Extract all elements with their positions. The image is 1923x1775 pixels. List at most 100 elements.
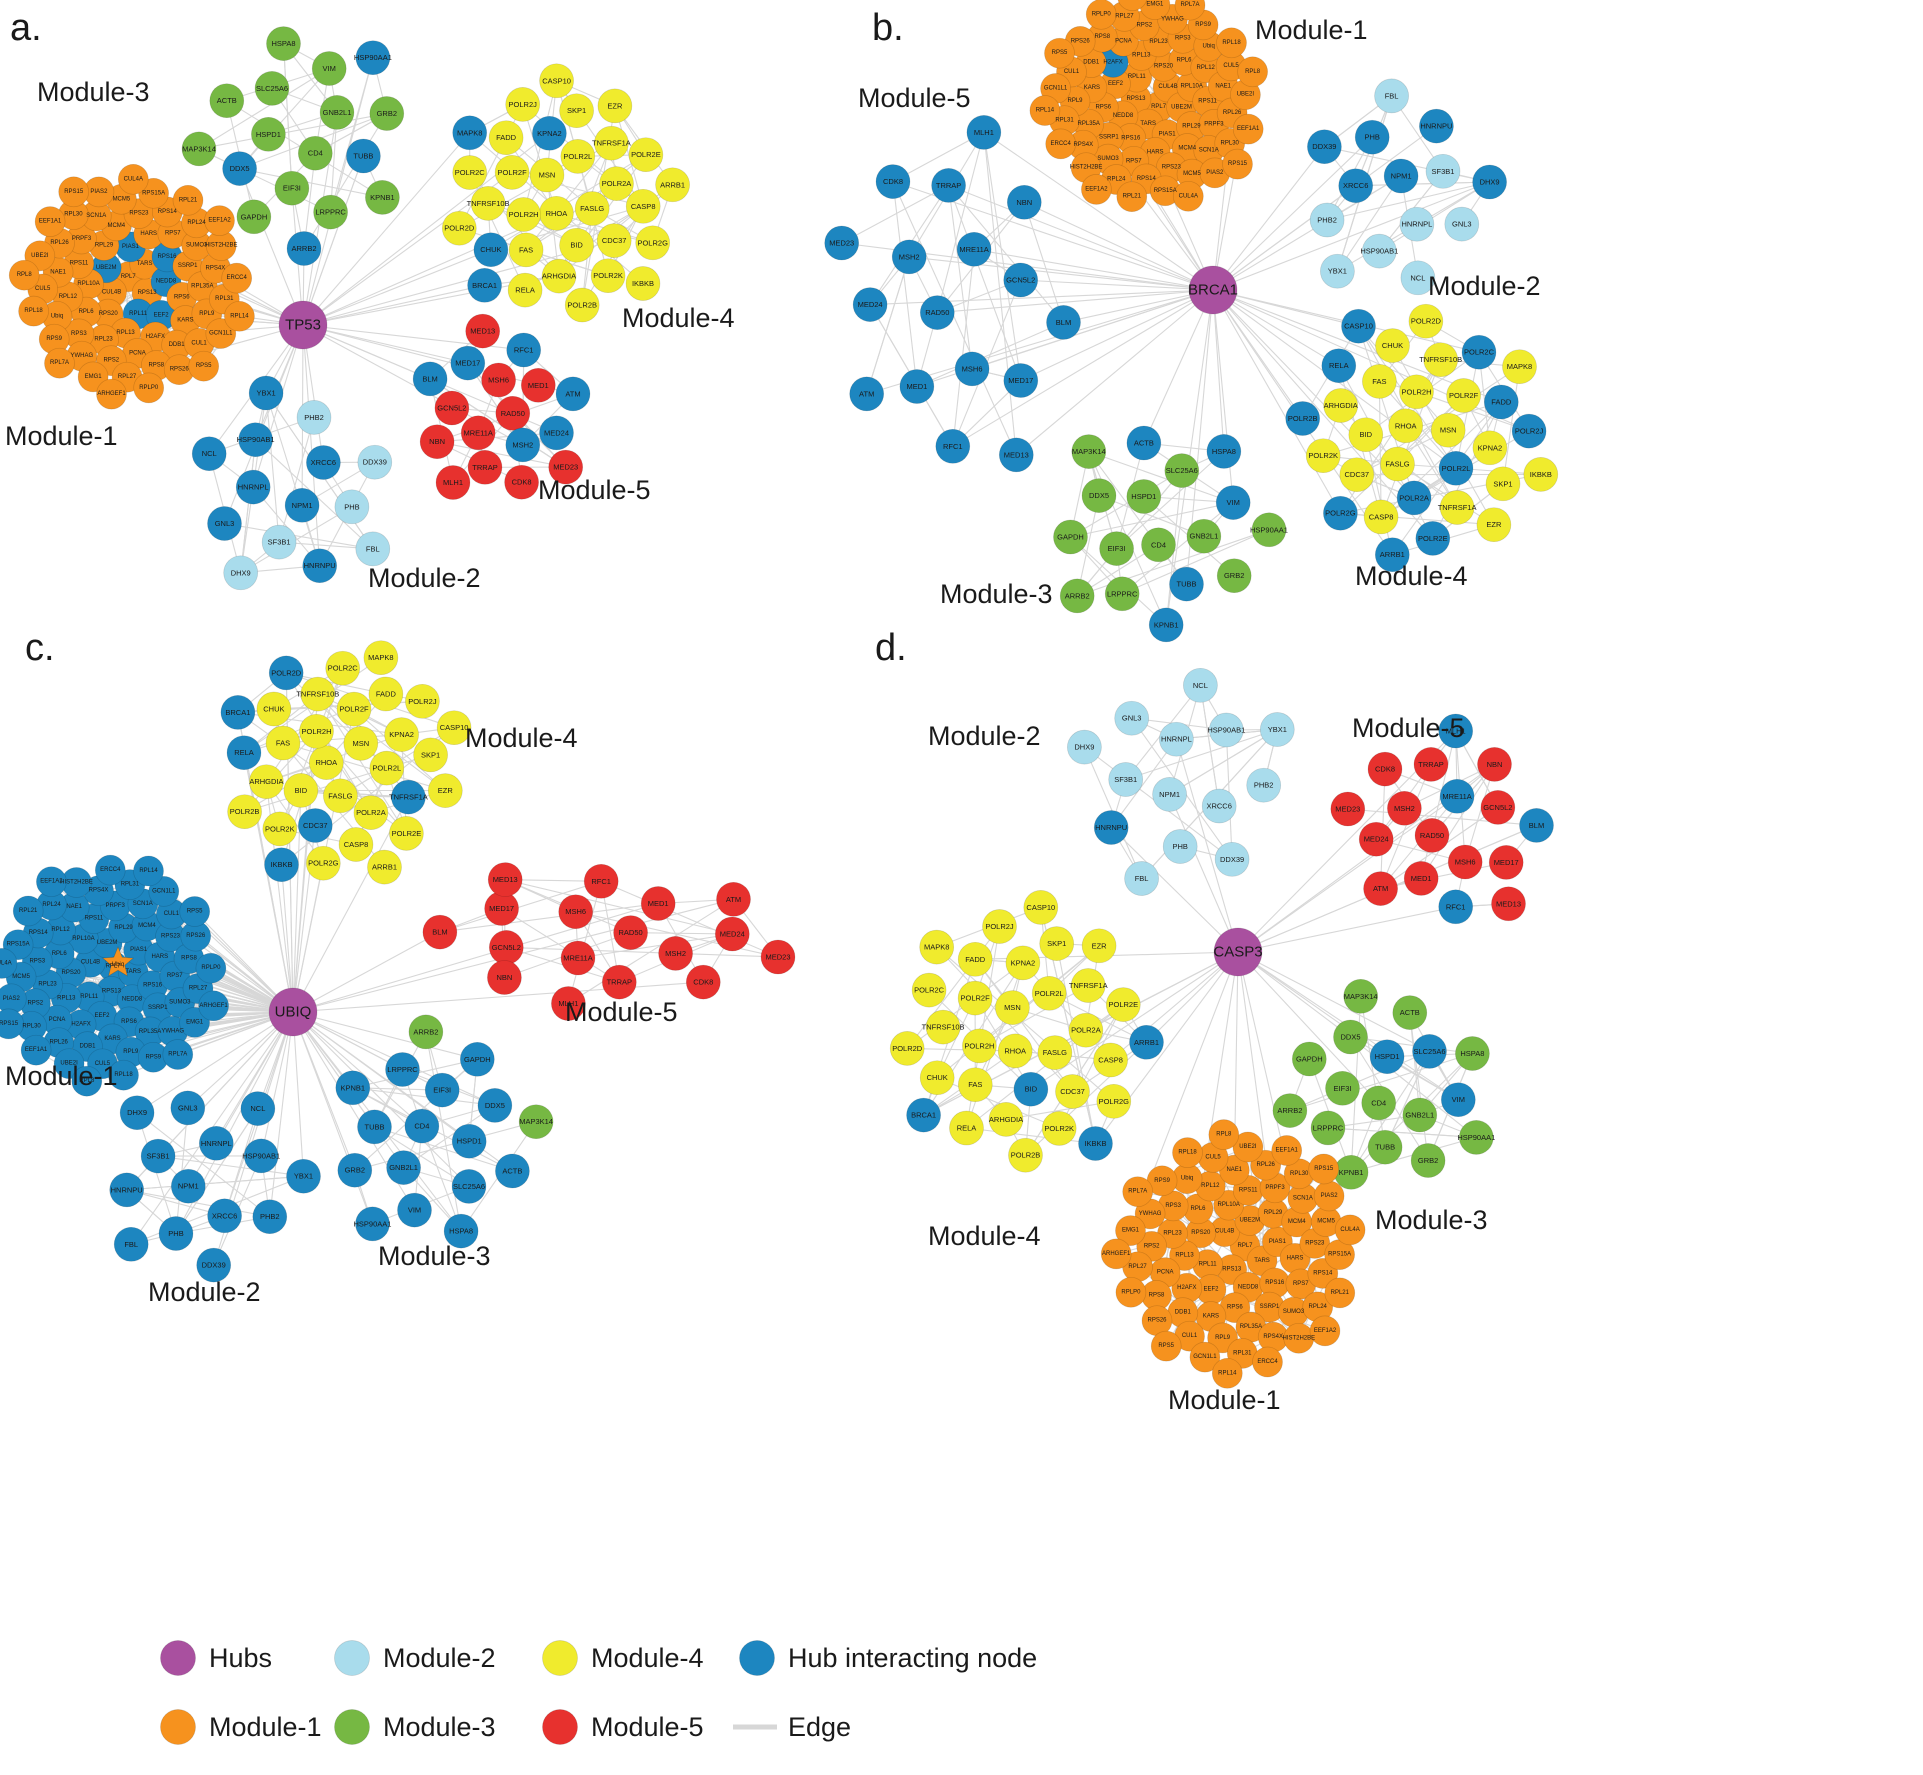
network-node xyxy=(1343,978,1379,1014)
edge xyxy=(1365,434,1393,555)
network-node xyxy=(249,764,284,800)
network-node xyxy=(365,180,400,215)
node-label: MED1 xyxy=(528,381,549,390)
node-label: KPNB1 xyxy=(1154,620,1179,629)
node-label: EEF1A1 xyxy=(25,1047,48,1053)
node-label: RPS3 xyxy=(1175,35,1191,41)
node-label: NAE1 xyxy=(50,269,66,275)
network-node xyxy=(452,115,488,151)
node-label: RPL10A xyxy=(72,936,94,942)
node-label: SF3B1 xyxy=(147,1152,170,1161)
network-node xyxy=(1259,712,1295,747)
node-label: CASP10 xyxy=(1026,903,1055,912)
node-label: MED24 xyxy=(720,930,745,939)
node-label: UBE2I xyxy=(1237,92,1255,98)
node-label: BLM xyxy=(432,928,447,937)
network-node xyxy=(1037,1035,1073,1070)
node-label: CDC37 xyxy=(1060,1087,1085,1096)
network-node xyxy=(956,231,992,267)
network-node xyxy=(117,163,149,195)
node-label: CDK8 xyxy=(693,978,713,987)
node-label: FASLG xyxy=(580,204,604,213)
network-node xyxy=(1408,303,1444,339)
network-node xyxy=(957,980,993,1016)
edge xyxy=(265,392,280,543)
node-label: RPL11 xyxy=(1128,74,1147,80)
node-label: SF3B1 xyxy=(268,538,291,547)
node-label: RPS14 xyxy=(1137,176,1157,182)
network-node xyxy=(1174,0,1206,21)
network-node xyxy=(419,424,455,460)
network-node xyxy=(1291,1041,1327,1077)
network-node xyxy=(1169,566,1204,602)
node-label: TNFRSF10B xyxy=(922,1023,965,1032)
node-label: RPL26 xyxy=(1257,1162,1276,1168)
node-label: CASP8 xyxy=(1369,512,1394,521)
node-label: MCM5 xyxy=(1183,171,1201,177)
edge xyxy=(1326,181,1490,221)
network-node xyxy=(238,422,273,458)
node-label: RPS2 xyxy=(103,358,119,364)
edge xyxy=(1336,175,1402,272)
node-label: GCN5L2 xyxy=(492,943,521,952)
network-node xyxy=(997,1033,1033,1069)
edge xyxy=(600,881,620,983)
network-node xyxy=(1502,349,1537,385)
network-node xyxy=(384,717,419,752)
module-label: Module-3 xyxy=(940,579,1053,609)
network-node xyxy=(459,1041,495,1077)
network-node xyxy=(1440,1082,1476,1118)
node-label: PIAS1 xyxy=(1159,132,1177,138)
edge xyxy=(1015,289,1214,456)
node-label: MRE11A xyxy=(1442,792,1471,801)
edge xyxy=(439,880,602,933)
node-label: POLR2E xyxy=(1108,1000,1138,1009)
network-node xyxy=(265,725,301,761)
node-label: POLR2E xyxy=(392,829,422,838)
network-node xyxy=(640,886,676,921)
node-label: HNRNPU xyxy=(1095,823,1127,832)
node-label: DHX9 xyxy=(127,1108,147,1117)
node-label: RPS5 xyxy=(196,363,212,369)
node-label: HARS xyxy=(140,231,157,237)
network-node xyxy=(891,239,927,275)
node-label: RPL9 xyxy=(123,1049,139,1055)
node-label: RPL31 xyxy=(121,882,140,888)
node-label: POLR2L xyxy=(372,764,401,773)
network-node xyxy=(1307,129,1342,165)
network-node xyxy=(1483,384,1519,420)
edge xyxy=(505,879,733,935)
network-node xyxy=(495,1153,530,1189)
node-label: RPL9 xyxy=(1215,1335,1231,1341)
node-label: NAE1 xyxy=(1215,83,1231,89)
node-label: RPS7 xyxy=(165,231,181,237)
node-label: TUBB xyxy=(364,1122,384,1131)
node-label: MSN xyxy=(1440,426,1457,435)
edge xyxy=(522,104,557,214)
edge xyxy=(252,486,321,567)
edge xyxy=(1212,289,1341,514)
node-label: GRB2 xyxy=(345,1166,365,1175)
edge xyxy=(1379,181,1490,252)
edge xyxy=(1110,827,1239,953)
node-label: SCN1A xyxy=(1293,1195,1313,1201)
node-label: HNRNPL xyxy=(238,483,269,492)
node-label: H2AFX xyxy=(71,1022,90,1028)
node-label: TRRAP xyxy=(607,978,632,987)
node-label: UBE2M xyxy=(1171,104,1192,110)
network-node xyxy=(1419,108,1454,144)
network-node xyxy=(404,1108,440,1144)
node-label: YWHAG xyxy=(1139,1211,1162,1217)
hub-label: TP53 xyxy=(285,317,321,334)
node-label: POLR2A xyxy=(602,179,632,188)
node-label: RPS15A xyxy=(7,942,30,948)
network-node xyxy=(1129,1024,1164,1060)
hub-node xyxy=(1188,265,1238,315)
node-label: ERCC4 xyxy=(1257,1359,1278,1365)
node-label: PCNA xyxy=(1115,38,1132,44)
network-node xyxy=(1099,531,1134,566)
network-node xyxy=(520,367,556,403)
network-node xyxy=(133,855,164,887)
node-label: RPS26 xyxy=(170,367,190,373)
network-node xyxy=(262,811,298,847)
